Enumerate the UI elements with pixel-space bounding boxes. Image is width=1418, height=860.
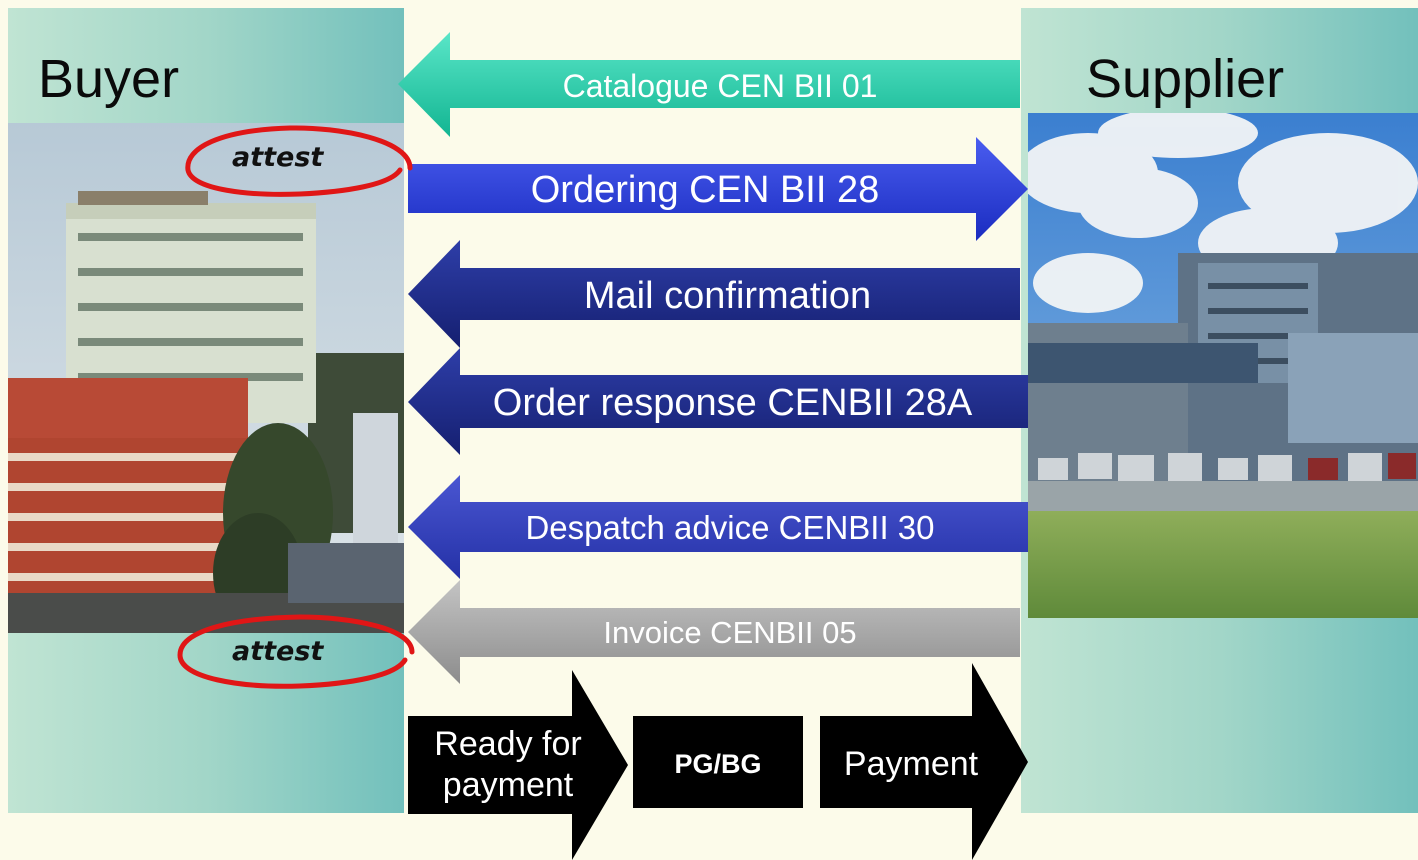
catalogue-arrow	[398, 32, 1020, 137]
catalogue-label: Catalogue CEN BII 01	[562, 68, 878, 104]
supplier-factory-photo	[1028, 113, 1418, 618]
attest-ring-bottom	[177, 614, 415, 689]
ready-for-payment-arrow	[408, 670, 628, 860]
payment-label: Payment	[843, 745, 979, 783]
ready-for-payment-label: Ready for payment	[434, 725, 582, 804]
order-response-arrow	[408, 348, 1028, 455]
attest-ring-top	[185, 125, 413, 197]
pgbg-box	[633, 716, 803, 808]
attest-label-bottom: attest	[232, 636, 324, 667]
order-response-label: Order response CENBII 28A	[492, 382, 973, 424]
supplier-title: Supplier	[1086, 49, 1285, 109]
buyer-title: Buyer	[38, 49, 180, 109]
pgbg-label: PG/BG	[674, 749, 762, 779]
attest-label-top: attest	[232, 142, 324, 173]
despatch-advice-arrow	[408, 475, 1028, 579]
mail-confirmation-label: Mail confirmation	[583, 275, 872, 317]
ordering-label: Ordering CEN BII 28	[530, 169, 880, 211]
despatch-advice-label: Despatch advice CENBII 30	[525, 509, 935, 546]
invoice-arrow	[408, 580, 1020, 684]
mail-confirmation-arrow	[408, 240, 1020, 348]
invoice-label: Invoice CENBII 05	[603, 615, 857, 650]
ordering-arrow	[408, 137, 1028, 241]
buyer-building-photo	[8, 123, 404, 633]
payment-arrow	[820, 663, 1028, 860]
